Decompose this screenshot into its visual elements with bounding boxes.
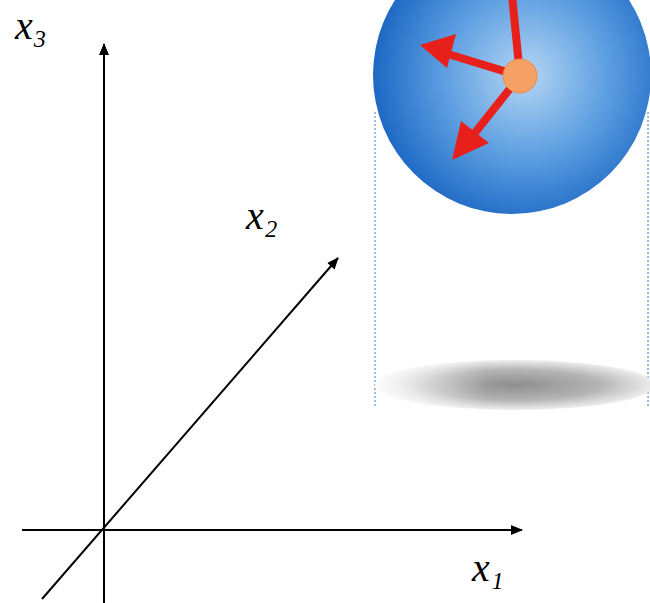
axis-label: x₃ xyxy=(15,6,47,46)
arrow-head xyxy=(420,34,456,68)
x1-axis xyxy=(22,529,522,531)
axis-label: x₁ xyxy=(472,548,504,588)
shadow-fade xyxy=(375,360,650,410)
shadow-ellipse xyxy=(375,360,650,410)
sphere xyxy=(373,0,650,214)
axis-label: x₂ xyxy=(246,196,278,236)
x2-axis xyxy=(42,258,338,599)
projection-line xyxy=(375,112,376,408)
projection-line xyxy=(648,112,649,408)
particle-dot xyxy=(503,59,537,93)
x3-axis xyxy=(103,44,105,603)
arrow-head xyxy=(452,121,489,160)
